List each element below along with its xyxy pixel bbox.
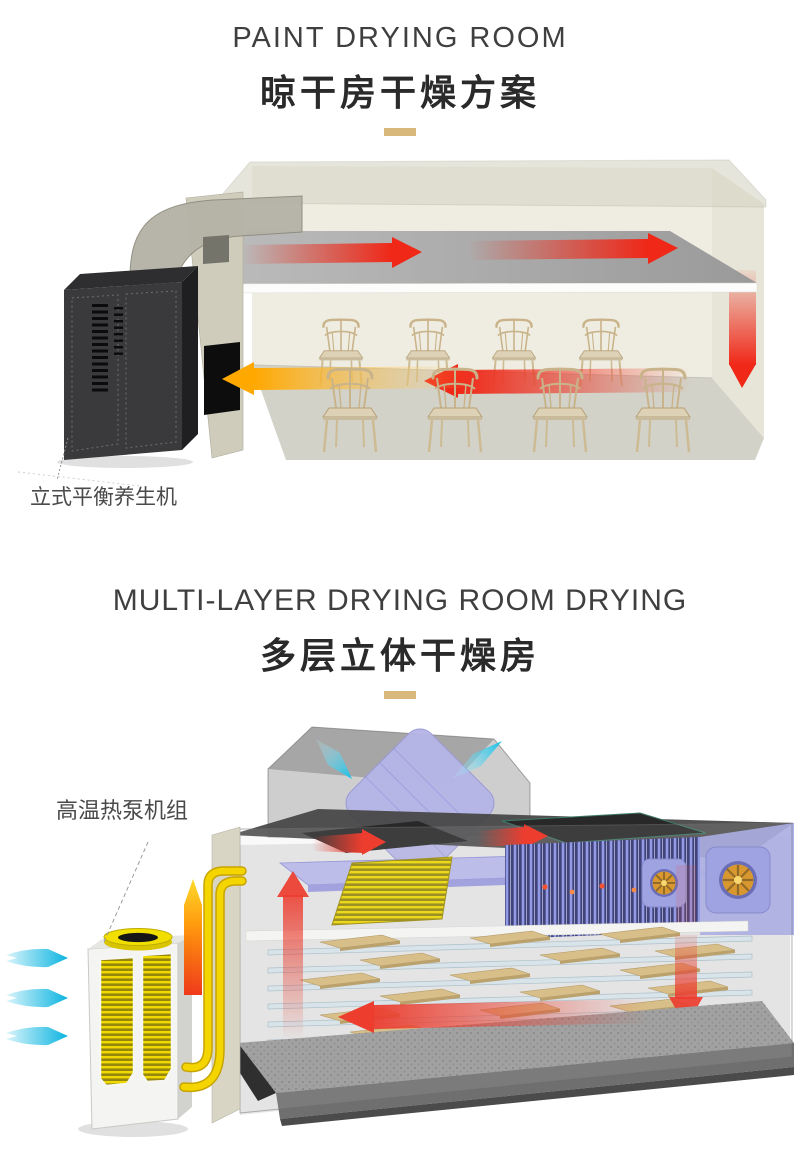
vent-grille (92, 304, 123, 392)
condenser-coil (331, 856, 453, 926)
multi-layer-drying-room-illustration (6, 726, 794, 1137)
title-divider (384, 691, 416, 699)
hot-refrigerant-flame-arrow (184, 879, 202, 995)
coil-panel-right (140, 951, 174, 1084)
callout-leader-line (56, 437, 69, 481)
paint-room-title-en: PAINT DRYING ROOM (232, 22, 568, 54)
ambient-intake-arrows (6, 948, 68, 1046)
top-fan-ring (103, 928, 173, 951)
coil-panel-left (98, 955, 136, 1088)
floor-airflow-arrows (222, 362, 690, 398)
paint-drying-room-illustration (17, 159, 767, 487)
multi-layer-title-en: MULTI-LAYER DRYING ROOM DRYING (112, 584, 688, 617)
top-deck (230, 809, 794, 859)
moist-exhaust-arrows (316, 739, 502, 779)
multi-layer-title-zh: 多层立体干燥房 (259, 635, 540, 676)
floor-return-air-arrow (338, 999, 648, 1033)
deck-hot-air-arrows (312, 824, 548, 855)
section-header-multi-layer-drying: MULTI-LAYER DRYING ROOM DRYING 多层立体干燥房 (0, 584, 800, 699)
callout-high-temp-heat-pump-unit: 高温热泵机组 (56, 798, 189, 823)
ceiling-plenum (189, 231, 758, 294)
centrifugal-fans (641, 823, 794, 935)
heat-pump-unit (78, 928, 192, 1137)
riser-hot-air-arrow (277, 871, 309, 1040)
ground-shadow-line (17, 471, 141, 487)
callout-vertical-balance-curing-machine: 立式平衡养生机 (30, 486, 177, 509)
vertical-balance-curing-machine (57, 266, 198, 468)
plenum-hot-air-arrows (242, 233, 678, 268)
section-header-paint-drying-room: PAINT DRYING ROOM 晾干房干燥方案 (0, 22, 800, 136)
return-air-opening (204, 342, 240, 415)
chamber-base (226, 1001, 794, 1126)
title-divider (384, 128, 416, 136)
callout-leader-line (103, 841, 149, 943)
refrigerant-pipes (179, 866, 247, 1093)
fan-downflow-faint (676, 865, 696, 931)
paint-room-title-zh: 晾干房干燥方案 (259, 72, 540, 113)
